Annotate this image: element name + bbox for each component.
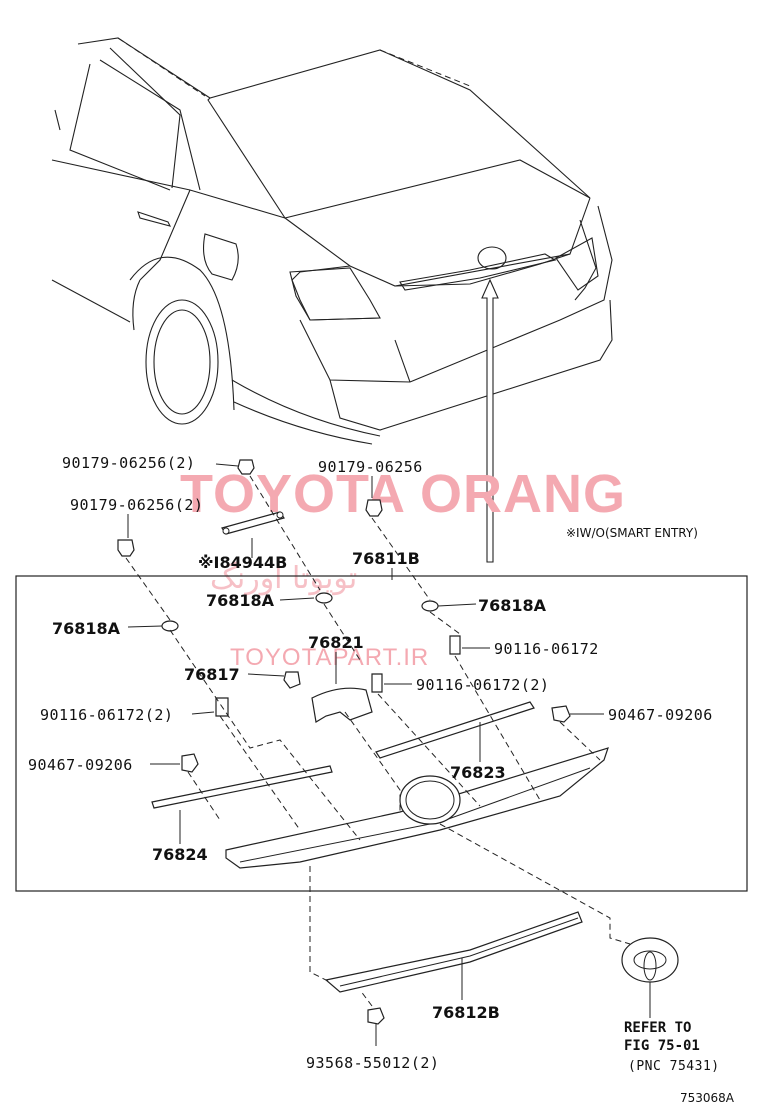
car-illustration [51,37,613,445]
screw-93568 [367,1007,385,1025]
refer-line-3: (PNC 75431) [628,1059,720,1074]
note-smart-entry: ※ⅠW/O(SMART ENTRY) [566,526,698,540]
label-90179-06256-2-left: 90179-06256(2) [70,496,203,514]
molding-76824 [151,765,333,809]
leader-lines [127,463,651,1046]
label-76823: 76823 [450,763,506,782]
label-90116-06172-right: 90116-06172 [494,640,599,658]
watermark-brand: TOYOTA ORANG [180,464,626,524]
screw-90116-right [449,635,461,655]
assembly-lines [125,475,631,1007]
label-93568-55012-2: 93568-55012(2) [306,1054,439,1072]
plate-76821 [311,687,373,723]
label-90179-06256-2-top: 90179-06256(2) [62,454,195,472]
clip-90179-left [117,539,135,557]
label-76811b: 76811B [352,549,420,568]
clip-90467-left [181,753,199,773]
watermark-site: TOYOTAPART.IR [230,644,429,671]
label-90467-09206-left: 90467-09206 [28,756,133,774]
clip-90179-top [237,459,255,475]
label-84944b: ※Ⅰ84944B [198,553,287,572]
clip-90467-right [551,705,571,723]
toyota-emblem-icon [621,937,679,983]
label-90467-09206-right: 90467-09206 [608,706,713,724]
label-90116-06172-2-left: 90116-06172(2) [40,706,173,724]
figure-code: 753068A [680,1091,735,1105]
label-76812b: 76812B [432,1003,500,1022]
label-90116-06172-2-mid: 90116-06172(2) [416,676,549,694]
label-76818a-right: 76818A [478,596,547,615]
refer-line-2: FIG 75-01 [624,1038,700,1054]
nut-76817 [283,671,301,689]
garnish-76811b [225,747,609,869]
bracket-84944b [221,511,285,535]
location-arrow [481,278,499,563]
grommet-76818a-mid [315,592,333,604]
grommet-76818a-right [421,600,439,612]
molding-76823 [375,701,535,759]
label-90179-06256-mid: 90179-06256 [318,458,423,476]
label-76818a-left: 76818A [52,619,121,638]
label-76824: 76824 [152,845,208,864]
refer-line-1: REFER TO [624,1020,691,1036]
grommet-76818a-left [161,620,179,632]
label-76818a-mid: 76818A [206,591,275,610]
label-76817: 76817 [184,665,240,684]
clip-90179-mid [365,499,383,517]
label-76821: 76821 [308,633,364,652]
garnish-76812b [324,911,583,993]
watermark-persian: تویوتا اورنگ [210,561,357,596]
assembly-group-box [15,575,748,892]
screw-90116-mid [371,673,383,693]
